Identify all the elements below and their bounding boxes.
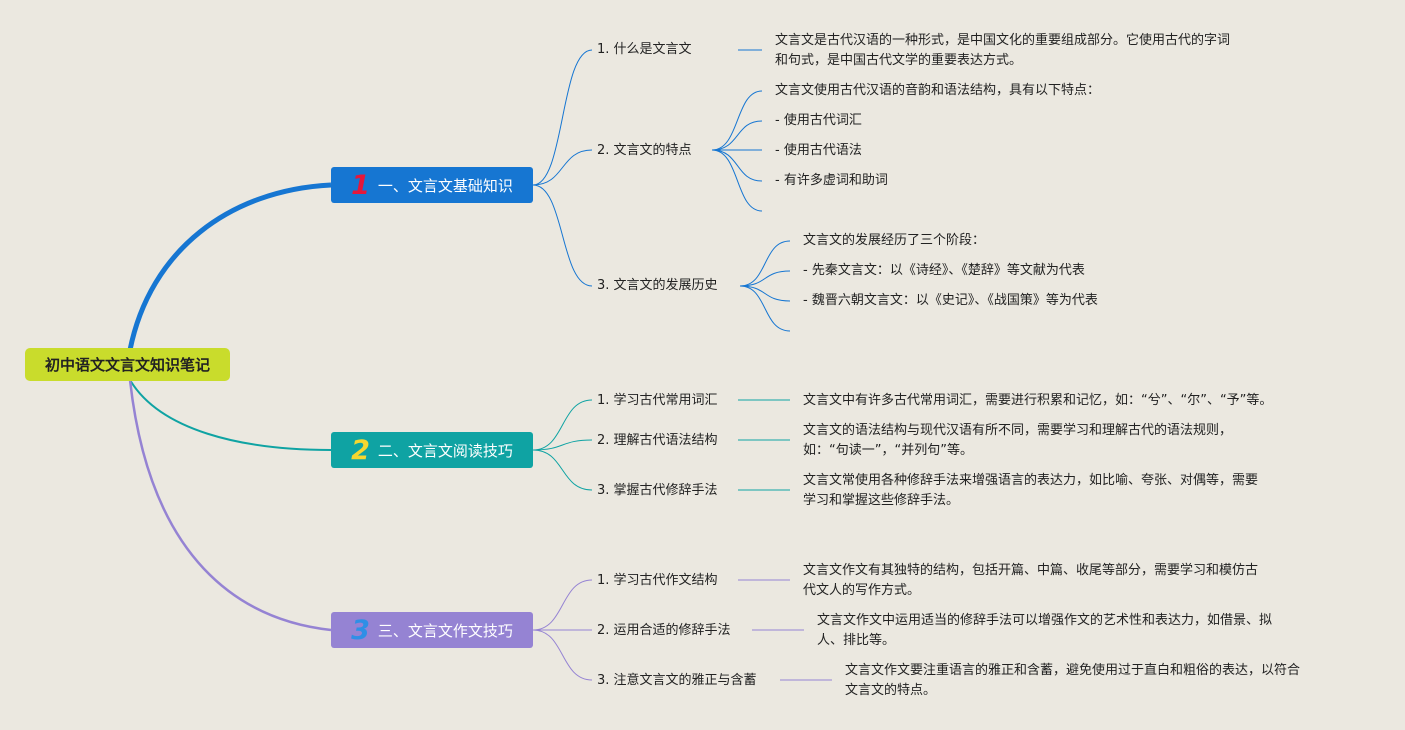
detail-3-1-line-2: 代文人的写作方式。 (803, 583, 921, 598)
detail-2-2-line-1: 文言文的语法结构与现代汉语有所不同，需要学习和理解古代的语法规则， (803, 423, 1233, 438)
topic-1-3[interactable]: 3. 文言文的发展历史 (597, 278, 718, 293)
branch-1-number: 1 (351, 169, 370, 201)
detail-2-1-line-1: 文言文中有许多古代常用词汇，需要进行积累和记忆，如：“兮”、“尔”、“予”等。 (803, 393, 1273, 408)
topic-2-3[interactable]: 3. 掌握古代修辞手法 (597, 483, 718, 498)
detail-1-2-line-3: - 使用古代语法 (775, 143, 862, 158)
detail-2-2-line-2: 如：“句读一”，“并列句”等。 (803, 443, 973, 458)
topic-3-1[interactable]: 1. 学习古代作文结构 (597, 573, 718, 588)
detail-1-2-line-1: 文言文使用古代汉语的音韵和语法结构，具有以下特点： (775, 83, 1101, 98)
topic-1-1[interactable]: 1. 什么是文言文 (597, 42, 692, 57)
branch-3-label: 三、文言文作文技巧 (377, 621, 513, 640)
detail-1-3-line-3: - 魏晋六朝文言文：以《史记》、《战国策》等为代表 (803, 293, 1098, 308)
detail-1-1-line-1: 文言文是古代汉语的一种形式，是中国文化的重要组成部分。它使用古代的字词 (775, 33, 1231, 48)
branch-3-number: 3 (351, 614, 370, 646)
connector-b1-t3 (532, 184, 593, 287)
connector-root-branch-3 (128, 379, 332, 632)
connector-root-branch-2 (129, 379, 332, 451)
detail-1-2-line-4: - 有许多虚词和助词 (775, 173, 888, 188)
branch-2[interactable]: 2 二、文言文阅读技巧 (331, 432, 533, 468)
detail-3-3-line-2: 文言文的特点。 (845, 683, 937, 698)
root-topic[interactable]: 初中语文文言文知识笔记 (25, 348, 230, 381)
detail-3-2-line-1: 文言文作文中运用适当的修辞手法可以增强作文的艺术性和表达力，如借景、拟 (817, 613, 1273, 628)
detail-1-2-line-2: - 使用古代词汇 (775, 113, 862, 128)
branch-2-label: 二、文言文阅读技巧 (377, 441, 513, 460)
connector-b1-t2 (532, 149, 593, 186)
branch-1[interactable]: 1 一、文言文基础知识 (331, 167, 533, 203)
topic-2-1[interactable]: 1. 学习古代常用词汇 (597, 393, 718, 408)
detail-2-3-line-2: 学习和掌握这些修辞手法。 (803, 493, 960, 508)
topic-2-2[interactable]: 2. 理解古代语法结构 (597, 433, 718, 448)
branch-1-label: 一、文言文基础知识 (377, 176, 513, 195)
detail-1-3-line-2: - 先秦文言文：以《诗经》、《楚辞》等文献为代表 (803, 263, 1085, 278)
detail-3-3-line-1: 文言文作文要注重语言的雅正和含蓄，避免使用过于直白和粗俗的表达，以符合 (845, 663, 1301, 678)
branch-2-number: 2 (351, 434, 370, 466)
detail-3-2-line-2: 人、排比等。 (817, 633, 896, 648)
detail-3-1-line-1: 文言文作文有其独特的结构，包括开篇、中篇、收尾等部分，需要学习和模仿古 (803, 563, 1259, 578)
connector-root-branch-1 (127, 182, 332, 351)
detail-1-1-line-2: 和句式，是中国古代文学的重要表达方式。 (775, 53, 1023, 68)
branch-3[interactable]: 3 三、文言文作文技巧 (331, 612, 533, 648)
connector-b1-t1 (532, 49, 593, 186)
detail-1-3-line-1: 文言文的发展经历了三个阶段： (803, 233, 986, 248)
detail-2-3-line-1: 文言文常使用各种修辞手法来增强语言的表达力，如比喻、夸张、对偶等，需要 (803, 473, 1259, 488)
topic-3-3[interactable]: 3. 注意文言文的雅正与含蓄 (597, 673, 757, 688)
topic-3-2[interactable]: 2. 运用合适的修辞手法 (597, 623, 731, 638)
root-topic-label: 初中语文文言文知识笔记 (44, 356, 210, 374)
topic-1-2[interactable]: 2. 文言文的特点 (597, 143, 692, 158)
